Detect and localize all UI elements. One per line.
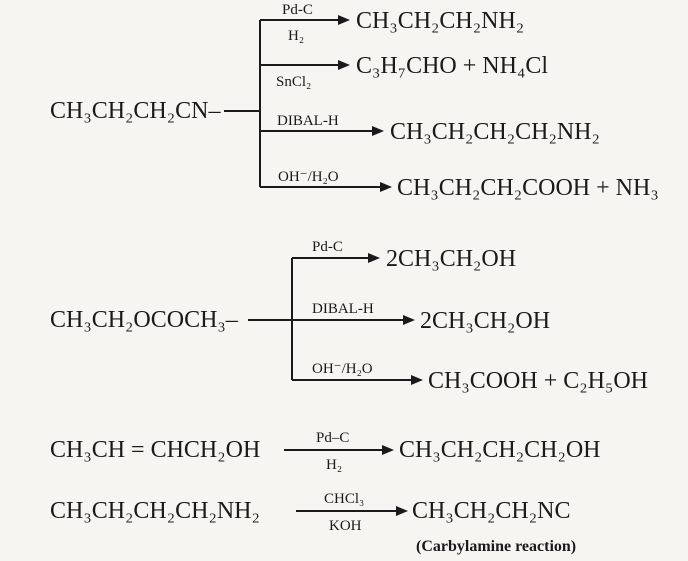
- ester-reagent-top-2: DIBAL-H: [312, 301, 374, 317]
- ester-reagent-top-1: Pd-C: [312, 239, 343, 255]
- arrowhead-icon: [368, 253, 380, 263]
- alcohol-product: CH₃CH₂CH₂CH₂OH: [399, 437, 601, 463]
- nitrile-product-3: CH₃CH₂CH₂CH₂NH₂: [390, 119, 600, 145]
- arrowhead-icon: [338, 15, 350, 25]
- ester-scheme: CH₃CH₂OCOCH₃– Pd-C 2CH₃CH₂OH DIBAL-H 2CH…: [50, 239, 648, 394]
- arrowhead-icon: [396, 506, 408, 516]
- amine-scheme: CH₃CH₂CH₂CH₂NH₂ CHCl₃ KOH CH₃CH₂CH₂NC (C…: [50, 491, 576, 555]
- amine-reagent-top: CHCl₃: [324, 491, 364, 507]
- nitrile-reagent-top-3: DIBAL-H: [277, 113, 339, 129]
- alcohol-reagent-top: Pd–C: [316, 430, 349, 446]
- arrowhead-icon: [380, 182, 392, 192]
- ester-product-1: 2CH₃CH₂OH: [386, 246, 516, 272]
- alcohol-scheme: CH₃CH = CHCH₂OH Pd–C H₂ CH₃CH₂CH₂CH₂OH: [50, 430, 601, 473]
- nitrile-reagent-bottom-2: SnCl₂: [276, 74, 311, 90]
- arrowhead-icon: [411, 375, 423, 385]
- arrowhead-icon: [382, 445, 394, 455]
- nitrile-reagent-top-4: OH⁻/H₂O: [278, 169, 339, 185]
- arrowhead-icon: [338, 60, 350, 70]
- alcohol-reagent-bottom: H₂: [326, 457, 342, 473]
- nitrile-product-4: CH₃CH₂CH₂COOH + NH₃: [397, 175, 659, 201]
- ester-reactant: CH₃CH₂OCOCH₃–: [50, 307, 239, 333]
- amine-product: CH₃CH₂CH₂NC: [412, 498, 570, 524]
- arrowhead-icon: [372, 126, 384, 136]
- amine-reactant: CH₃CH₂CH₂CH₂NH₂: [50, 498, 260, 524]
- alcohol-reactant: CH₃CH = CHCH₂OH: [50, 437, 260, 463]
- ester-product-3: CH₃COOH + C₂H₅OH: [428, 368, 648, 394]
- nitrile-reagent-top-1: Pd-C: [282, 2, 313, 18]
- nitrile-product-1: CH₃CH₂CH₂NH₂: [356, 8, 524, 34]
- nitrile-reactant: CH₃CH₂CH₂CN–: [50, 98, 221, 124]
- amine-reagent-bottom: KOH: [329, 518, 362, 534]
- nitrile-reagent-bottom-1: H₂: [288, 28, 304, 44]
- arrowhead-icon: [403, 315, 415, 325]
- nitrile-scheme: CH₃CH₂CH₂CN– Pd-C H₂ CH₃CH₂CH₂NH₂ SnCl₂ …: [50, 2, 659, 201]
- ester-product-2: 2CH₃CH₂OH: [420, 308, 550, 334]
- nitrile-product-2: C₃H₇CHO + NH₄Cl: [356, 53, 548, 79]
- carbylamine-note: (Carbylamine reaction): [416, 538, 576, 555]
- ester-reagent-top-3: OH⁻/H₂O: [312, 361, 373, 377]
